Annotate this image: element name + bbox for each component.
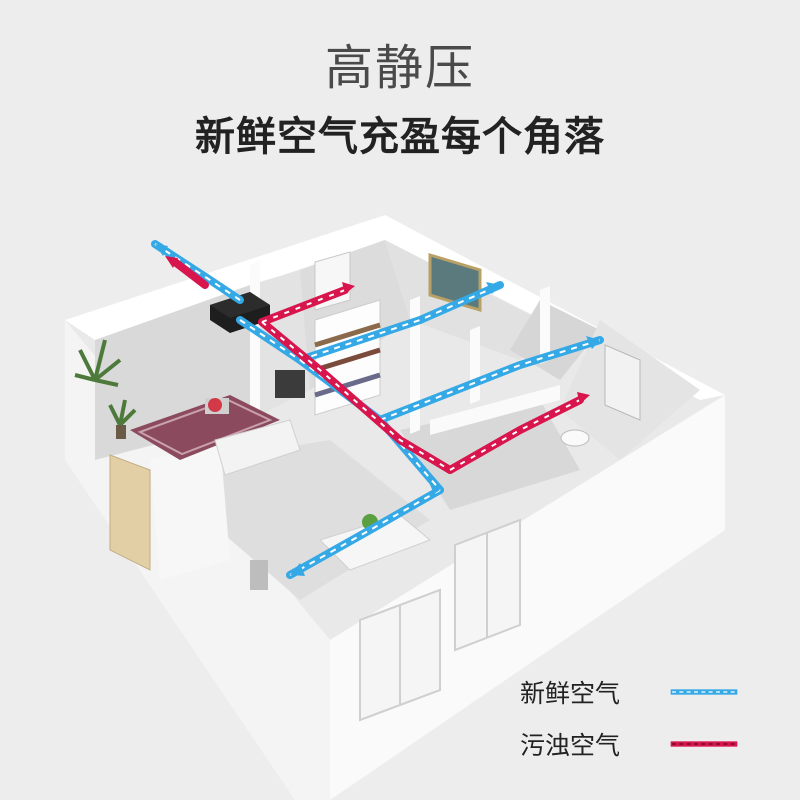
windows: [314, 251, 641, 722]
dining-table: [250, 514, 431, 590]
headline: 新鲜空气充盈每个角落: [195, 114, 605, 160]
ventilation-unit: [210, 292, 270, 333]
stale-air-swatch-icon: [670, 741, 738, 747]
subtitle: 高静压: [324, 40, 475, 96]
fresh-air-swatch-icon: [670, 689, 738, 695]
fresh-air-heads: [155, 244, 600, 576]
front-door: [109, 454, 151, 571]
legend-fresh-label: 新鲜空气: [520, 679, 621, 708]
living-room-furniture: [130, 395, 301, 476]
legend-fresh-air: 新鲜空气: [520, 672, 780, 712]
legend-stale-label: 污浊空气: [520, 731, 621, 760]
stale-air-heads: [165, 256, 590, 404]
stale-air-arrows: [261, 289, 581, 471]
toilet: [560, 429, 590, 447]
legend-stale-air: 污浊空气: [520, 724, 780, 764]
potted-plant: [74, 339, 137, 439]
